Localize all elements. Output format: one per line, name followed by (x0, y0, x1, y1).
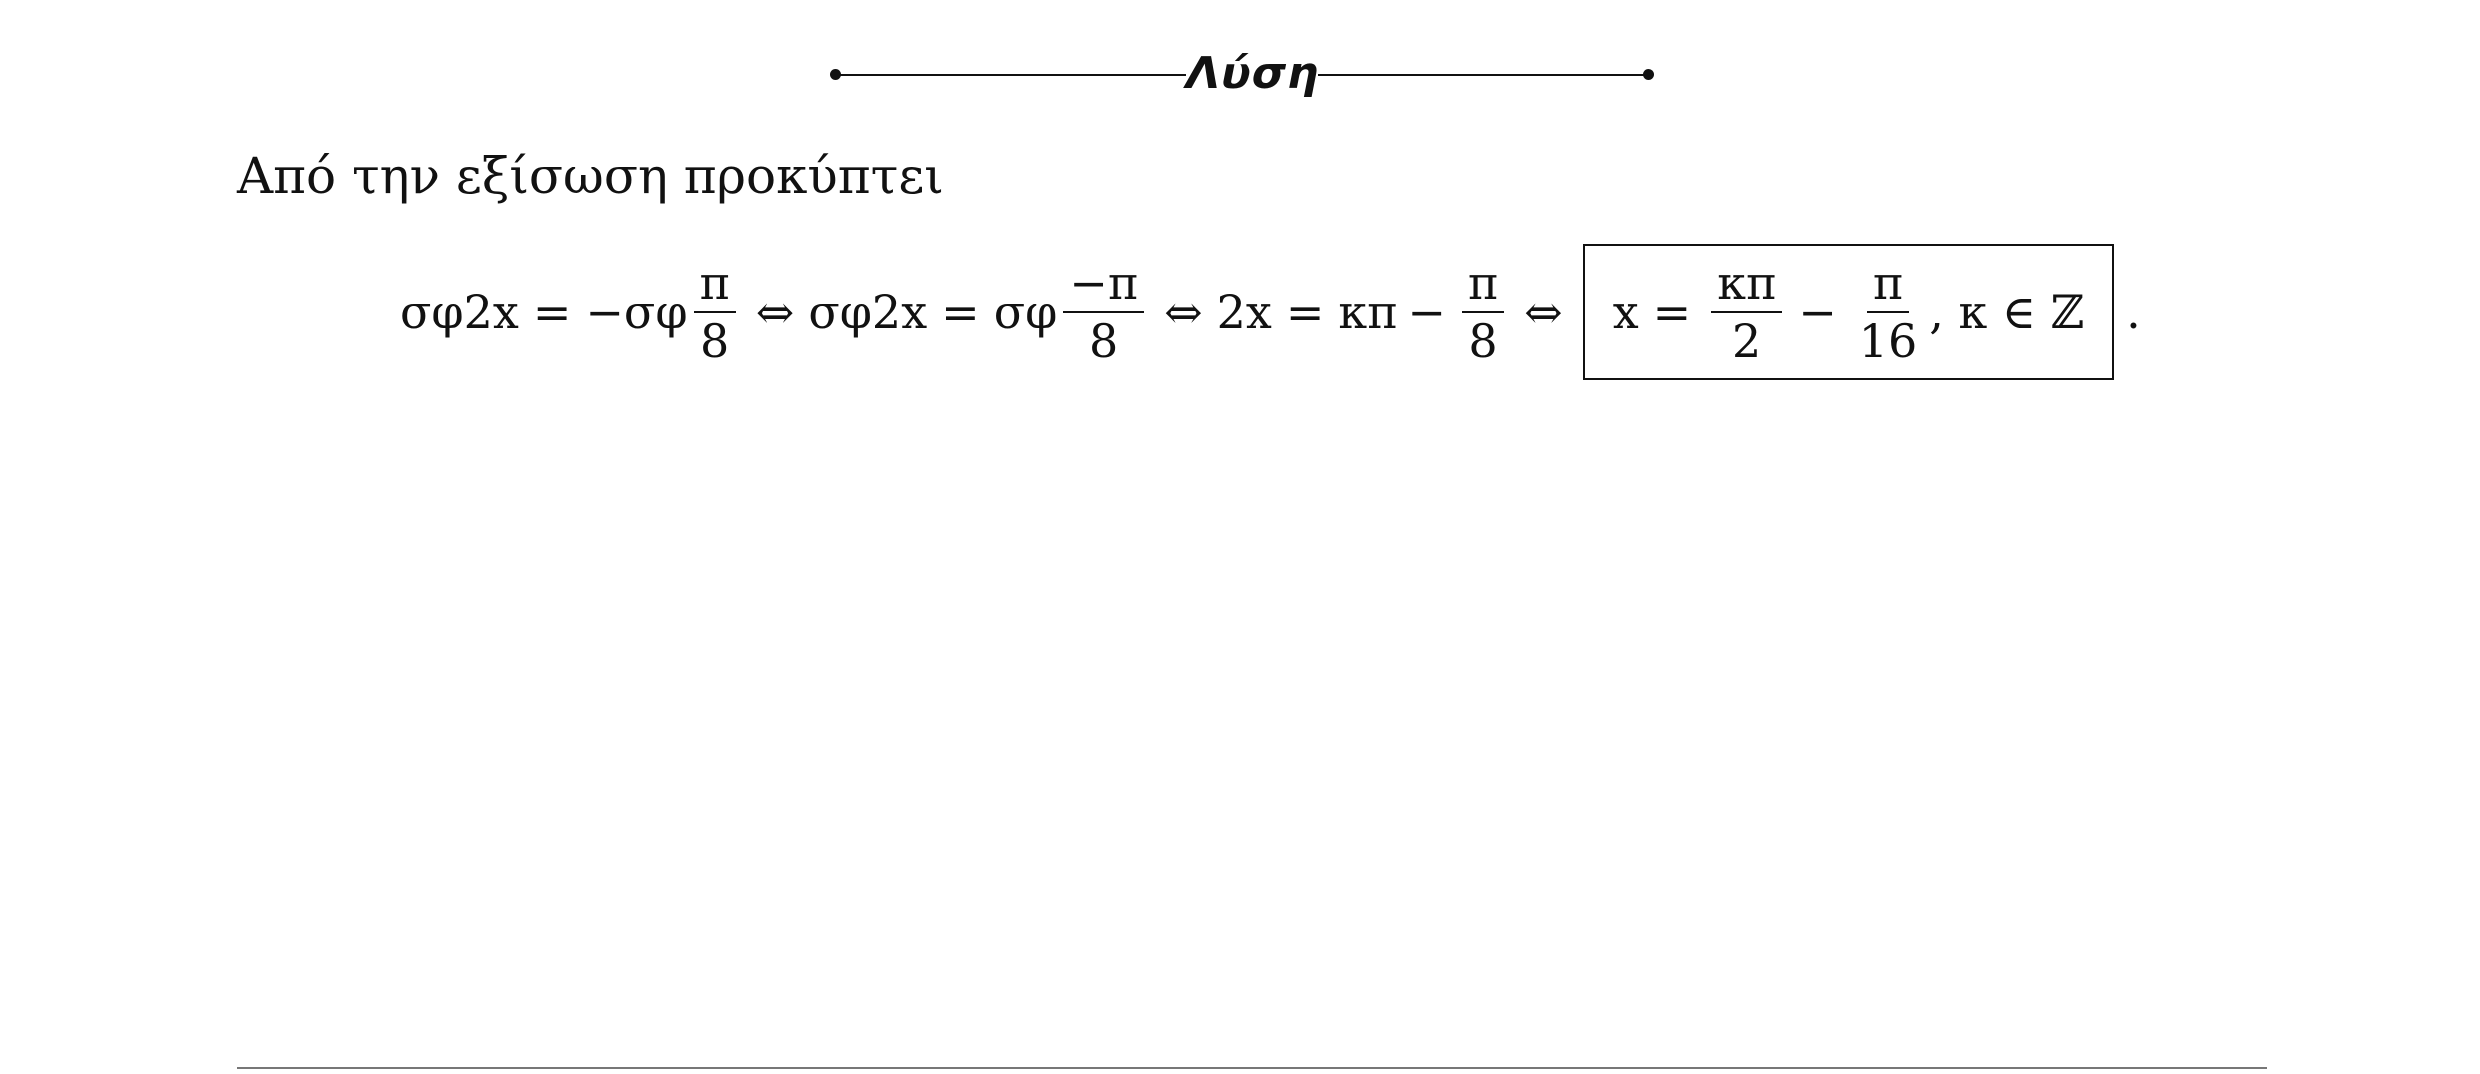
eq-fraction-3-numerator: π (1461, 255, 1505, 313)
eq-fraction-1-numerator: π (693, 255, 736, 313)
section-title: Λύση (1186, 48, 1320, 99)
page-bottom-divider (237, 1067, 2267, 1069)
solution-fraction-a: κπ 2 (1711, 255, 1783, 369)
heading-right-rule (1318, 74, 1648, 76)
equation-period: . (2126, 285, 2141, 339)
eq-rhs-1-prefix: −σφ (585, 285, 688, 339)
solution-fraction-a-denominator: 2 (1732, 314, 1762, 368)
heading-right-dot (1643, 69, 1654, 80)
eq-iff-3: ⇔ (1524, 285, 1563, 339)
eq-iff-2: ⇔ (1164, 285, 1203, 339)
solution-fraction-b-denominator: 16 (1858, 314, 1918, 368)
solution-fraction-b-numerator: π (1866, 255, 1910, 313)
eq-equals-2: = (941, 285, 980, 339)
eq-lhs-2: σφ2x (808, 285, 928, 339)
section-heading: Λύση (830, 44, 1655, 104)
eq-fraction-3-denominator: 8 (1468, 314, 1498, 368)
eq-fraction-3: π 8 (1461, 255, 1505, 369)
heading-left-rule (836, 74, 1186, 76)
display-equation: σφ2x = −σφ π 8 ⇔ σφ2x = σφ −π 8 ⇔ 2x = κ… (400, 232, 2141, 392)
eq-fraction-2-numerator: −π (1063, 255, 1145, 313)
solution-fraction-a-numerator: κπ (1711, 255, 1783, 313)
solution-lhs: x (1612, 285, 1639, 339)
eq-lhs-3: 2x (1216, 285, 1272, 339)
eq-rhs-3-term: κπ (1338, 285, 1398, 339)
solution-condition: , κ ∈ ℤ (1929, 285, 2085, 339)
eq-fraction-1: π 8 (693, 255, 736, 369)
eq-fraction-2-denominator: 8 (1089, 314, 1119, 368)
solution-minus: − (1798, 285, 1837, 339)
eq-fraction-2: −π 8 (1063, 255, 1145, 369)
heading-left-dot (830, 69, 841, 80)
eq-equals-3: = (1285, 285, 1325, 339)
eq-fraction-1-denominator: 8 (700, 314, 730, 368)
eq-minus-3: − (1407, 285, 1446, 339)
solution-equals: = (1652, 285, 1692, 339)
solution-fraction-b: π 16 (1853, 255, 1924, 369)
eq-rhs-2-prefix: σφ (993, 285, 1058, 339)
eq-lhs-1: σφ2x (400, 285, 519, 339)
eq-iff-1: ⇔ (755, 285, 795, 339)
intro-paragraph: Από την εξίσωση προκύπτει (237, 147, 944, 205)
boxed-solution: x = κπ 2 − π 16 , κ ∈ ℤ (1582, 244, 2115, 380)
eq-equals-1: = (532, 285, 572, 339)
